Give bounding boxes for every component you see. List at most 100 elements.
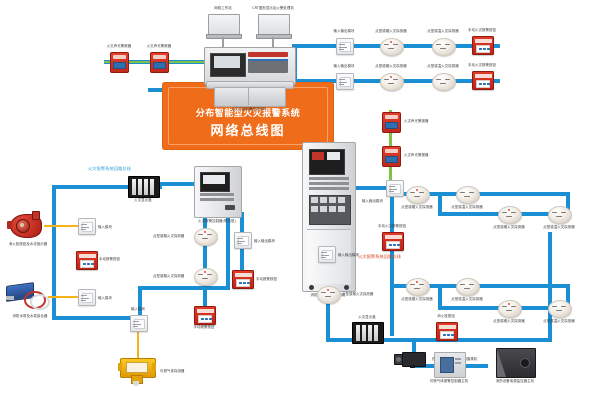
sounder-strobe-tl-2 — [150, 52, 169, 73]
io-module-rcab — [386, 180, 404, 197]
bus-left-vert — [52, 185, 56, 320]
heat-detector-label-rl-8: 点型感温火灾探测器 — [543, 319, 575, 323]
smoke-detector-tr1 — [380, 38, 404, 56]
fire-display-panel-label-right: 火灾显示盘 — [358, 315, 376, 319]
yellow-reel-feed — [48, 296, 80, 299]
bus-right-r4-link — [438, 286, 442, 310]
smoke-detector-rl-3 — [498, 206, 522, 224]
smoke-detector-label-rl-1: 点型感烟火灾探测器 — [401, 205, 433, 209]
gas-alarm-controller — [434, 352, 466, 378]
bus-left-col-vert — [138, 286, 142, 320]
manual-call-point-tr1 — [472, 36, 494, 55]
bus-rcab-right — [354, 186, 388, 190]
manual-call-point-label-cc: 手动报警按钮 — [256, 277, 277, 281]
smoke-detector-rl-7 — [498, 300, 522, 318]
heat-detector-label-rl-2: 点型感温火灾探测器 — [451, 205, 483, 209]
gas-alarm-controller-label: 可燃气体报警控制器主机 — [429, 379, 469, 383]
hydrant-valve-label: 消火栓按钮及水流指示器 — [8, 242, 48, 246]
smoke-detector-label-rl-3: 点型感烟火灾探测器 — [493, 225, 525, 229]
bus-right-r3 — [390, 284, 570, 288]
console-cable-1 — [222, 37, 224, 47]
io-module-label-rcab: 输入输出模块 — [362, 199, 383, 203]
hydrant-button-bottom — [436, 322, 458, 341]
smoke-detector-rcab — [317, 286, 341, 304]
hydrant-button-label-bottom: 消火栓按钮 — [437, 314, 455, 318]
heat-detector-label-rl-6: 点型感温火灾探测器 — [451, 297, 483, 301]
console-label: 火灾自动报警控制主机 — [231, 107, 267, 111]
bus-right-main-v — [390, 186, 394, 336]
heat-detector-label-tr1: 点型感温火灾探测器 — [427, 29, 459, 33]
manual-call-point-tr2 — [472, 71, 494, 90]
title-line-2: 网络总线图 — [210, 124, 286, 139]
io-module-tr2 — [336, 73, 354, 90]
sounder-label-tl-1: 火灾声光警报器 — [106, 44, 132, 48]
smoke-detector-cc-2 — [194, 268, 218, 286]
fire-display-panel-label-left: 火灾显示盘 — [134, 198, 152, 202]
fire-alarm-console — [204, 47, 296, 107]
heat-detector-label-rl-4: 点型感温火灾探测器 — [543, 225, 575, 229]
hydrant-valve — [6, 210, 46, 240]
power-monitoring-host — [496, 348, 536, 378]
sounder-label-c-1: 火灾声光警报器 — [404, 119, 429, 123]
power-monitoring-host-label: 消防设备电源监控器主机 — [495, 379, 535, 383]
sounder-strobe-c-1 — [382, 112, 401, 133]
fire-display-panel-left — [128, 176, 160, 198]
fire-display-panel-right — [352, 322, 384, 344]
center-panel-label: 火灾报警控制器(联动型) — [198, 219, 236, 223]
heat-detector-label-tr2: 点型感温火灾探测器 — [427, 64, 459, 68]
bus-left-top — [52, 185, 162, 189]
io-module-tr1 — [336, 38, 354, 55]
sounder-label-c-2: 火灾声光警报器 — [404, 153, 429, 157]
bus-left-bottom — [52, 316, 142, 320]
manual-call-point-rl — [382, 232, 404, 251]
input-module-rcab-2 — [318, 246, 336, 263]
smoke-detector-label-tr1: 点型感烟火灾探测器 — [375, 29, 407, 33]
manual-call-point-left-1 — [76, 251, 98, 270]
bus-rcab-down — [326, 312, 330, 340]
gas-detector-valve — [118, 356, 156, 386]
hose-reel — [6, 282, 50, 310]
fire-phone-broadcast-cabinet — [302, 142, 356, 292]
smoke-detector-rl-1 — [406, 186, 430, 204]
input-module-gas — [130, 315, 148, 332]
smoke-detector-label-rcab: 点型感烟火灾探测器 — [342, 292, 374, 296]
smoke-detector-label-rl-5: 点型感烟火灾探测器 — [401, 297, 433, 301]
bus-center-col-a — [203, 212, 207, 320]
manual-call-point-label-rl: 手动火灾报警按钮 — [378, 224, 406, 228]
smoke-detector-tr2 — [380, 73, 404, 91]
sounder-strobe-tl-1 — [110, 52, 129, 73]
manual-call-point-cc — [232, 270, 254, 289]
bus-center-panel-left — [158, 182, 202, 186]
io-module-label-tr1: 输入输出模块 — [333, 29, 355, 33]
heat-detector-rl-8 — [548, 300, 572, 318]
heat-detector-rl-2 — [456, 186, 480, 204]
heat-detector-tr2 — [432, 73, 456, 91]
heat-detector-tr1 — [432, 38, 456, 56]
smoke-detector-label-rl-7: 点型感烟火灾探测器 — [493, 319, 525, 323]
heat-detector-rl-4 — [548, 206, 572, 224]
io-module-cc — [234, 232, 252, 249]
smoke-detector-rl-5 — [406, 278, 430, 296]
workstation-label-2: CRT图形显示及火警处理机 — [252, 6, 294, 10]
sounder-strobe-c-2 — [382, 146, 401, 167]
console-cable-2 — [272, 37, 274, 47]
bus-left-mid-h — [138, 286, 230, 290]
smoke-detector-label-tr2: 点型感烟火灾探测器 — [375, 64, 407, 68]
manual-call-point-label-tr1: 手动火灾报警按钮 — [468, 28, 496, 32]
workstation-label-1: 网络工作站 — [214, 6, 232, 10]
input-module-left-1 — [78, 218, 96, 235]
smoke-detector-cc-1 — [194, 228, 218, 246]
yellow-gasvalve-feed — [137, 330, 140, 358]
hose-reel-label: 消防水带及水泵接合器 — [12, 314, 48, 318]
input-module-label-rcab-2: 输入输出模块 — [338, 253, 359, 257]
input-module-label-left-1: 输入模块 — [98, 225, 112, 229]
bus-right-edge-v2 — [566, 286, 570, 308]
fire-alarm-control-panel-center — [194, 166, 242, 218]
bus-right-edge-v — [566, 192, 570, 214]
smoke-detector-label-cc-1: 点型感烟火灾探测器 — [153, 234, 185, 238]
manual-call-point-label-cc-2: 手动报警按钮 — [193, 325, 215, 329]
yellow-hydrant-feed — [44, 225, 80, 228]
io-module-label-tr2: 输入输出模块 — [333, 64, 355, 68]
right-loop-label: 火灾报警系统回路总线 — [358, 254, 401, 259]
